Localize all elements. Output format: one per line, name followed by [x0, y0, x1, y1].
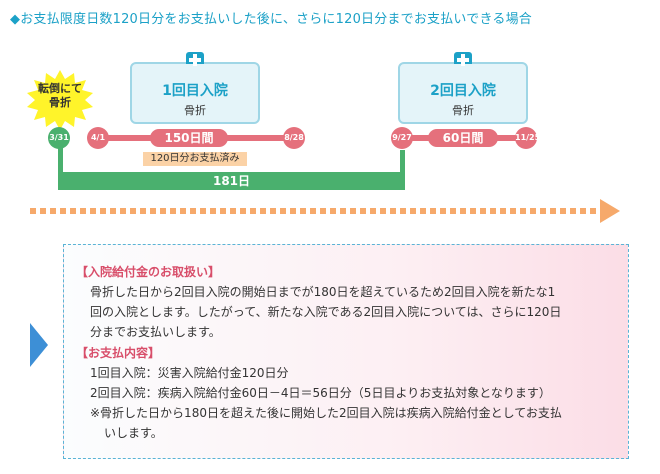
bracket-right [400, 150, 405, 185]
date-circle-sep27: 9/27 [391, 127, 413, 149]
note-line-1: ※骨折した日から180日を超えた後に開始した2回目入院は疾病入院給付金としてお支… [90, 406, 562, 420]
date-circle-aug28: 8/28 [283, 127, 305, 149]
fall-burst-badge: 転倒にて 骨折 [24, 68, 96, 132]
handling-line-1: 骨折した日から2回目入院の開始日までが180日を超えているため2回目入院を新たな… [90, 285, 556, 299]
admission-1-box: 1回目入院 骨折 [130, 52, 260, 124]
date-circle-mar31: 3/31 [48, 127, 70, 149]
admission-1-sub: 骨折 [184, 104, 206, 117]
date-circle-apr1: 4/1 [87, 127, 109, 149]
burst-icon [27, 70, 93, 130]
handling-line-2: 回の入院とします。したがって、新たな入院である2回目入院については、さらに120… [90, 305, 562, 319]
explanation-panel: 【入院給付金のお取扱い】 骨折した日から2回目入院の開始日までが180日を超えて… [63, 244, 629, 459]
burst-line2: 骨折 [49, 96, 71, 109]
admission-2-sub: 骨折 [452, 104, 474, 117]
arrow-right-icon [600, 199, 620, 223]
bracket-left [58, 138, 63, 185]
timeline-dotted-line [30, 208, 600, 214]
heading-handling: 【入院給付金のお取扱い】 [76, 265, 221, 279]
paid-tag: 120日分お支払済み [143, 152, 247, 166]
admission-2-box: 2回目入院 骨折 [398, 52, 528, 124]
burst-text: 転倒にて 骨折 [24, 82, 96, 110]
total-days-bar: 181日 [58, 172, 405, 190]
burst-line1: 転倒にて [38, 82, 82, 95]
date-circle-nov25: 11/25 [515, 127, 540, 149]
page-title: ◆お支払限度日数120日分をお支払いした後に、さらに120日分までお支払いできる… [10, 12, 532, 27]
period-2-pill: 60日間 [428, 129, 498, 147]
triangle-pointer-icon [30, 323, 48, 367]
heading-payment: 【お支払内容】 [76, 346, 161, 360]
medical-cross-icon [457, 54, 469, 66]
payment-item-2: 2回目入院：疾病入院給付金60日－4日＝56日分（5日目よりお支払対象となります… [90, 386, 551, 400]
handling-line-3: 分までお支払いします。 [90, 325, 221, 339]
medical-cross-icon [189, 54, 201, 66]
period-1-pill: 150日間 [150, 129, 228, 147]
note-line-2: いします。 [104, 426, 163, 440]
admission-1-title: 1回目入院 [162, 83, 228, 99]
payment-item-1: 1回目入院：災害入院給付金120日分 [90, 366, 289, 380]
admission-2-title: 2回目入院 [430, 83, 496, 99]
